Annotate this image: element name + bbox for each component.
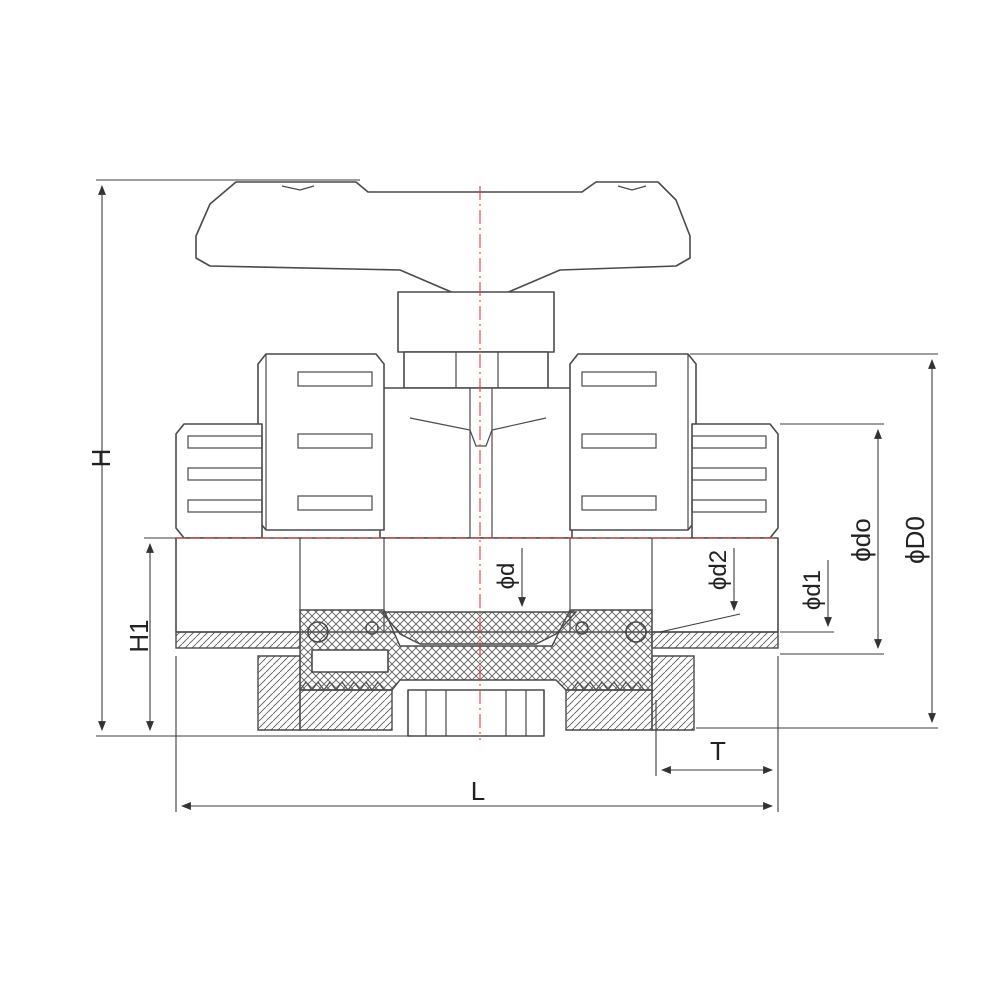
handle xyxy=(195,181,691,301)
label-d: ϕd xyxy=(493,563,520,590)
left-end-connector xyxy=(175,423,263,539)
left-union-nut xyxy=(257,353,385,531)
label-d2: ϕd2 xyxy=(705,550,732,590)
dimension-do: ϕdo xyxy=(780,423,884,655)
dimension-L: L xyxy=(175,656,779,812)
label-H: H xyxy=(86,449,116,468)
dimension-d: ϕd xyxy=(493,548,526,607)
label-d1: ϕd1 xyxy=(799,570,826,610)
label-do: ϕdo xyxy=(846,518,876,561)
section-view xyxy=(175,537,779,737)
center-lines xyxy=(176,186,778,740)
valve-body xyxy=(379,387,573,539)
label-L: L xyxy=(471,776,485,806)
dimension-d2: ϕd2 xyxy=(659,548,741,633)
dimension-D0: ϕD0 xyxy=(690,353,938,729)
dimension-H: H xyxy=(86,179,412,737)
label-H1: H1 xyxy=(124,619,154,652)
label-T: T xyxy=(710,736,726,766)
dimension-H1: H1 xyxy=(124,537,176,731)
dimension-d1: ϕd1 xyxy=(780,560,834,633)
valve-stem xyxy=(397,291,555,389)
dimension-T: T xyxy=(655,700,773,776)
right-end-connector xyxy=(691,423,779,539)
right-union-nut xyxy=(569,353,697,531)
label-D0: ϕD0 xyxy=(900,516,930,564)
